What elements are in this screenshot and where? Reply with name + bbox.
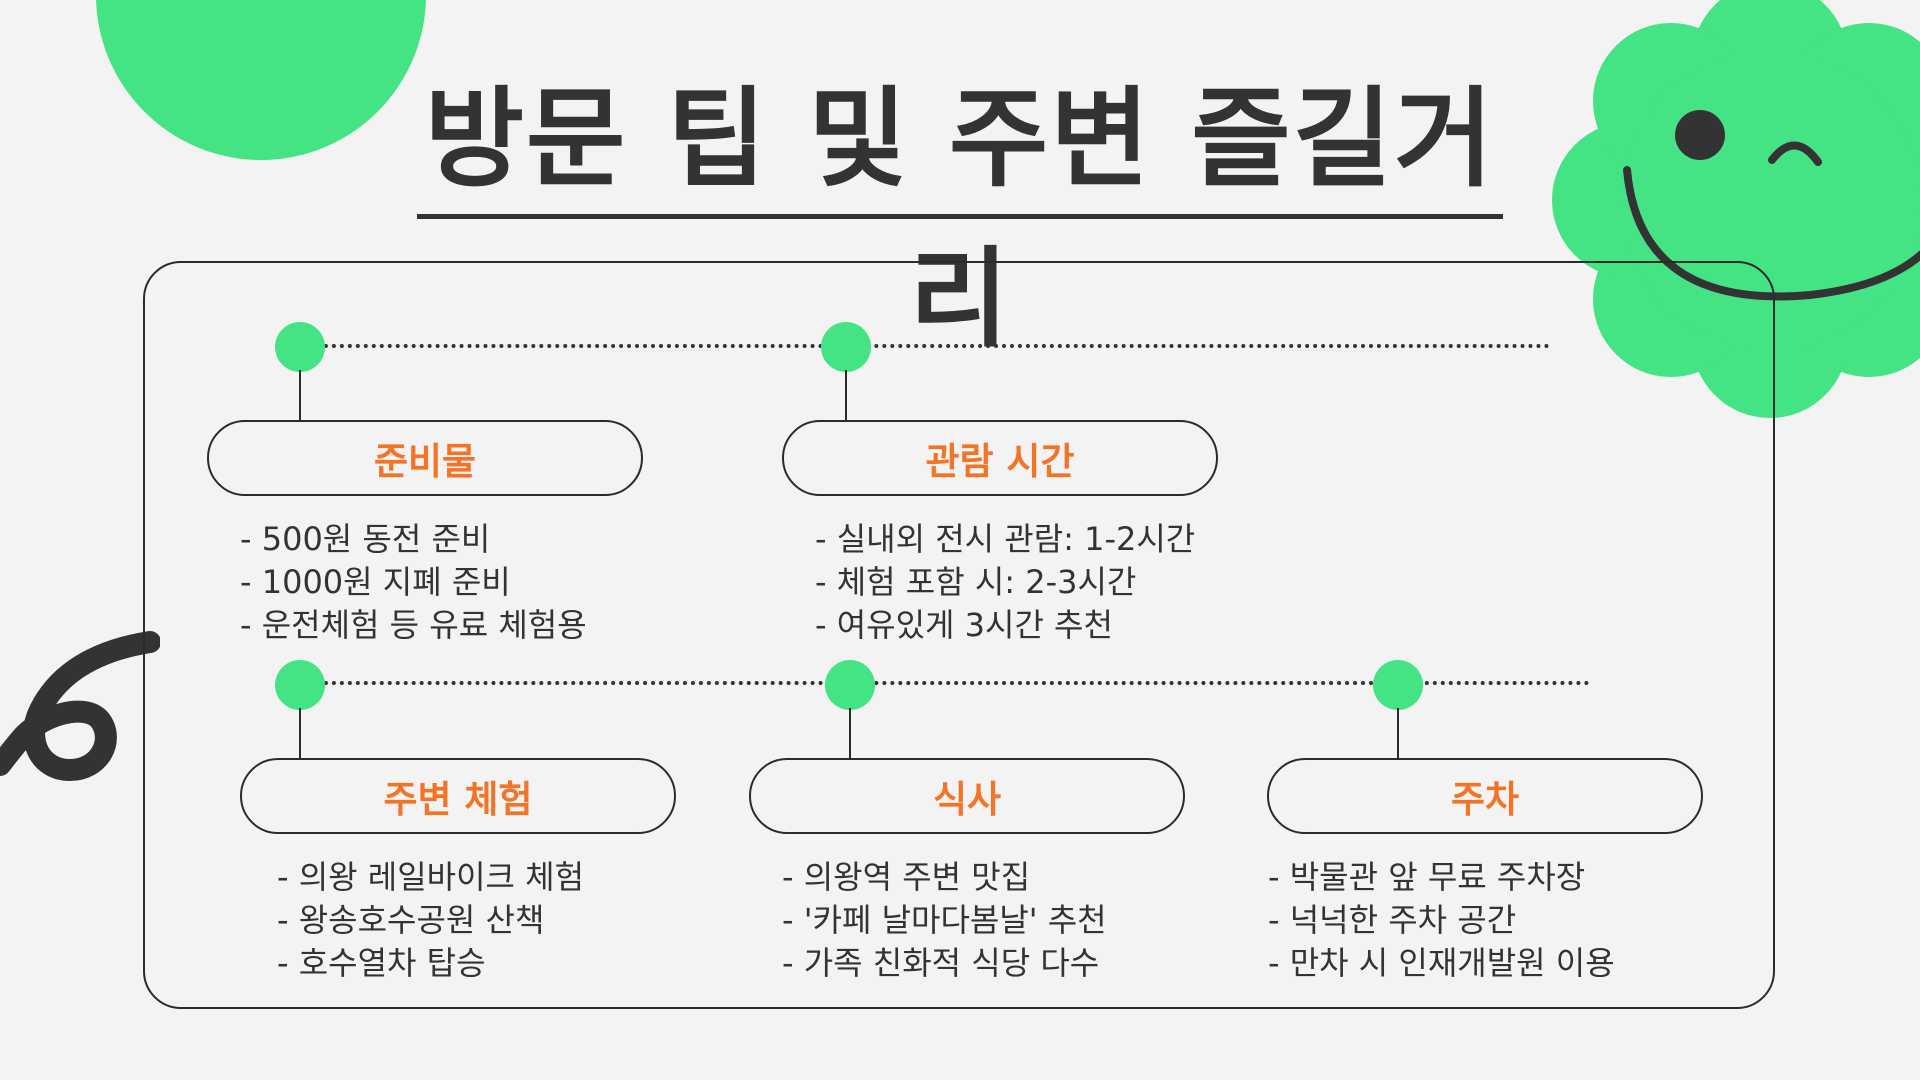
timeline-node xyxy=(275,322,325,372)
timeline-row-1 xyxy=(300,344,1550,348)
timeline-node xyxy=(825,660,875,710)
section-title: 주변 체험 xyxy=(383,778,533,821)
section-title: 식사 xyxy=(932,778,1002,821)
section-list-parking: - 박물관 앞 무료 주차장 - 넉넉한 주차 공간 - 만차 시 인재개발원 … xyxy=(1268,856,1615,985)
page-title: 방문 팁 및 주변 즐길거리 xyxy=(424,77,1496,362)
section-label-viewing-time: 관람 시간 xyxy=(782,420,1218,496)
list-item: - '카페 날마다봄날' 추천 xyxy=(782,901,1107,939)
list-item: - 호수열차 탑승 xyxy=(277,944,486,982)
list-item: - 의왕역 주변 맛집 xyxy=(782,858,1031,896)
list-item: - 가족 친화적 식당 다수 xyxy=(782,944,1100,982)
section-label-meals: 식사 xyxy=(749,758,1185,834)
list-item: - 운전체험 등 유료 체험용 xyxy=(240,606,587,644)
timeline-node xyxy=(1373,660,1423,710)
section-label-parking: 주차 xyxy=(1267,758,1703,834)
section-label-preparation: 준비물 xyxy=(207,420,643,496)
smiling-flower-icon xyxy=(1552,0,1920,418)
section-list-nearby-activities: - 의왕 레일바이크 체험 - 왕송호수공원 산책 - 호수열차 탑승 xyxy=(277,856,584,985)
list-item: - 넉넉한 주차 공간 xyxy=(1268,901,1517,939)
list-item: - 500원 동전 준비 xyxy=(240,520,491,558)
list-item: - 1000원 지폐 준비 xyxy=(240,563,511,601)
section-list-viewing-time: - 실내외 전시 관람: 1-2시간 - 체험 포함 시: 2-3시간 - 여유… xyxy=(815,518,1195,647)
list-item: - 여유있게 3시간 추천 xyxy=(815,606,1113,644)
decorative-green-circle xyxy=(96,0,426,160)
timeline-stem xyxy=(299,370,301,420)
timeline-row-2 xyxy=(300,681,1590,685)
section-title: 주차 xyxy=(1450,778,1520,821)
timeline-stem xyxy=(849,708,851,758)
section-title: 관람 시간 xyxy=(925,440,1075,483)
title-underline xyxy=(417,214,1503,219)
decorative-squiggle-icon xyxy=(0,631,160,782)
list-item: - 실내외 전시 관람: 1-2시간 xyxy=(815,520,1196,558)
timeline-node xyxy=(275,660,325,710)
section-list-meals: - 의왕역 주변 맛집 - '카페 날마다봄날' 추천 - 가족 친화적 식당 … xyxy=(782,856,1107,985)
list-item: - 만차 시 인재개발원 이용 xyxy=(1268,944,1615,982)
content-panel xyxy=(143,261,1775,1009)
timeline-stem xyxy=(1397,708,1399,758)
list-item: - 박물관 앞 무료 주차장 xyxy=(1268,858,1586,896)
list-item: - 체험 포함 시: 2-3시간 xyxy=(815,563,1137,601)
section-label-nearby-activities: 주변 체험 xyxy=(240,758,676,834)
list-item: - 의왕 레일바이크 체험 xyxy=(277,858,585,896)
timeline-stem xyxy=(299,708,301,758)
section-title: 준비물 xyxy=(373,440,477,483)
section-list-preparation: - 500원 동전 준비 - 1000원 지폐 준비 - 운전체험 등 유료 체… xyxy=(240,518,587,647)
list-item: - 왕송호수공원 산책 xyxy=(277,901,545,939)
timeline-stem xyxy=(845,370,847,420)
timeline-node xyxy=(821,322,871,372)
